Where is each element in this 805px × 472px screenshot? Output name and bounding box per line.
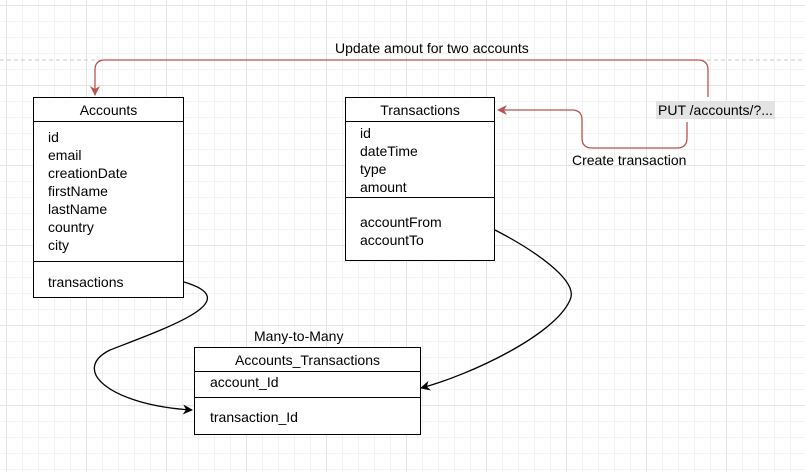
accounts-junction-connector: [93, 281, 209, 415]
transactions-rel-accountto: accountTo: [360, 232, 424, 248]
transactions-entity[interactable]: Transactions id dateTime type amount acc…: [345, 97, 495, 261]
put-endpoint-label: PUT /accounts/?...: [656, 101, 775, 119]
transactions-attributes: id dateTime type amount: [346, 122, 494, 197]
accounts-entity-title: Accounts: [34, 98, 183, 122]
transactions-attr-id: id: [360, 125, 371, 141]
create-transaction-connector: [497, 105, 688, 149]
junction-relations: transaction_Id: [195, 397, 420, 426]
accounts-attr-lastname: lastName: [48, 201, 108, 217]
accounts-attr-firstname: firstName: [48, 183, 108, 199]
accounts-entity[interactable]: Accounts id email creationDate firstName…: [33, 97, 184, 298]
accounts-attr-creationdate: creationDate: [48, 165, 128, 181]
accounts-rel-transactions: transactions: [48, 274, 124, 290]
accounts-relations: transactions: [34, 261, 183, 291]
transactions-entity-title: Transactions: [346, 98, 494, 122]
junction-attr-account-id: account_Id: [210, 374, 279, 390]
transactions-junction-connector: [420, 229, 572, 391]
transactions-rel-accountfrom: accountFrom: [360, 214, 442, 230]
accounts-attr-email: email: [48, 147, 82, 163]
accounts-attributes: id email creationDate firstName lastName…: [34, 122, 183, 261]
many-to-many-label: Many-to-Many: [254, 328, 344, 344]
create-transaction-label: Create transaction: [572, 152, 687, 168]
transactions-relations: accountFrom accountTo: [346, 197, 494, 249]
junction-entity-title: Accounts_Transactions: [195, 348, 420, 372]
update-accounts-connector: [90, 59, 709, 97]
accounts-attr-id: id: [48, 129, 59, 145]
update-amount-label: Update amout for two accounts: [335, 40, 529, 56]
transactions-attr-amount: amount: [360, 179, 407, 195]
accounts-transactions-entity[interactable]: Accounts_Transactions account_Id transac…: [194, 347, 421, 435]
junction-rel-transaction-id: transaction_Id: [210, 409, 298, 425]
accounts-attr-country: country: [48, 219, 94, 235]
transactions-attr-type: type: [360, 161, 387, 177]
junction-attributes: account_Id: [195, 372, 420, 397]
accounts-attr-city: city: [48, 237, 69, 253]
transactions-attr-datetime: dateTime: [360, 143, 418, 159]
